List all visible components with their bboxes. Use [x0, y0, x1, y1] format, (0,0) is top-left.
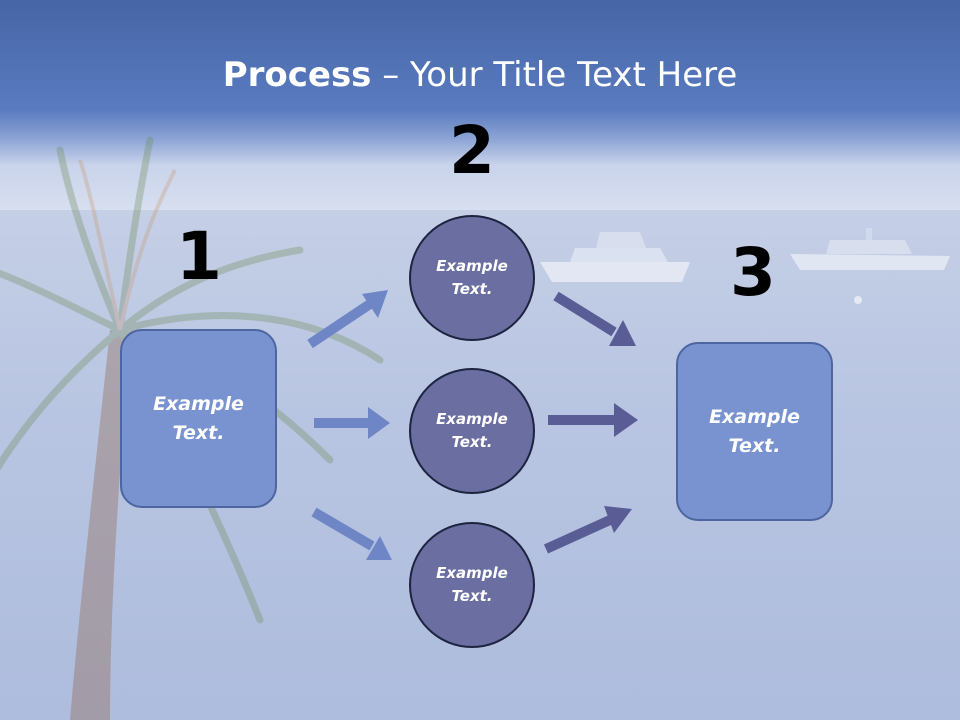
buoy-image — [854, 296, 862, 304]
step-circle-1: Example Text. — [409, 215, 535, 341]
step-box-1-text: Example Text. — [153, 390, 244, 448]
yacht-left-image — [540, 232, 690, 282]
arrow-right-lower — [543, 506, 632, 554]
step-box-1-line1: Example — [153, 392, 244, 415]
arrow-right-middle — [548, 403, 638, 437]
step-box-1-line2: Text. — [172, 421, 225, 444]
step-circle-1-line1: Example — [436, 257, 508, 275]
title-rest: – Your Title Text Here — [371, 55, 738, 95]
step-circle-2-line1: Example — [436, 410, 508, 428]
step-circle-2: Example Text. — [409, 368, 535, 494]
step-box-3-line1: Example — [709, 405, 800, 428]
step-circle-3-line2: Text. — [451, 587, 493, 605]
step-circle-2-line2: Text. — [451, 433, 493, 451]
yacht-right-image — [790, 228, 950, 270]
arrow-left-middle — [314, 407, 390, 439]
title-bold: Process — [222, 55, 372, 95]
step-box-3: Example Text. — [676, 342, 833, 521]
step-box-3-text: Example Text. — [709, 403, 800, 461]
step-circle-3: Example Text. — [409, 522, 535, 648]
step-number-1: 1 — [176, 218, 222, 295]
step-number-3: 3 — [730, 234, 776, 311]
step-circle-1-line2: Text. — [451, 280, 493, 298]
step-box-3-line2: Text. — [728, 434, 781, 457]
sky — [0, 0, 960, 210]
arrow-left-upper — [307, 290, 388, 349]
arrow-right-upper — [553, 291, 636, 346]
slide-title: Process – Your Title Text Here — [0, 52, 960, 98]
arrow-left-lower — [311, 507, 392, 560]
step-number-2: 2 — [449, 112, 495, 189]
step-box-1: Example Text. — [120, 329, 277, 508]
step-circle-3-line1: Example — [436, 564, 508, 582]
